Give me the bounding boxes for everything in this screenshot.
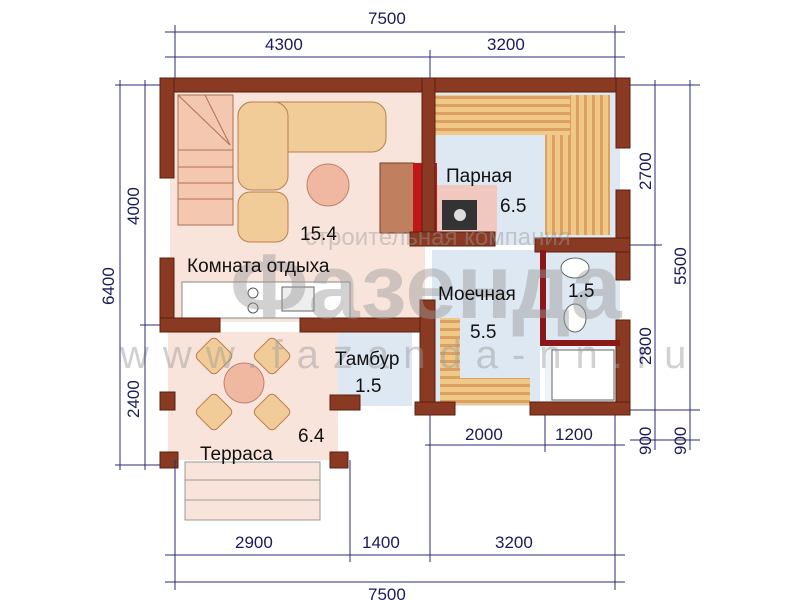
tambour-area: 1.5	[355, 376, 381, 397]
steam-room-label: Парная	[446, 166, 512, 187]
rest-room-area: 15.4	[300, 224, 337, 245]
dim-bottom-a: 2900	[235, 533, 273, 552]
sink-icon	[560, 257, 590, 279]
dim-right-small-a: 900	[636, 427, 655, 455]
svg-text:строительная компания: строительная компания	[305, 224, 571, 251]
sauna-benches	[435, 95, 610, 235]
dim-bottom-total: 7500	[368, 585, 406, 600]
terrace-area: 6.4	[298, 426, 325, 447]
corner-sofa	[237, 101, 387, 243]
wash-room-bench	[440, 318, 530, 405]
svg-text:Фазенда: Фазенда	[230, 236, 622, 338]
shower-tray	[551, 349, 615, 401]
tambour-label: Тамбур	[335, 349, 400, 370]
terrace-label: Терраса	[200, 444, 273, 465]
dim-top-right: 3200	[487, 35, 525, 54]
staircase	[177, 94, 234, 226]
dim-bottom-c: 3200	[495, 533, 533, 552]
toilet-area: 1.5	[568, 281, 594, 302]
dimension-lines	[115, 25, 700, 590]
dim-top-total: 7500	[368, 9, 406, 28]
dim-left-total: 6400	[99, 267, 118, 305]
wash-room-label: Моечная	[438, 284, 516, 305]
dim-top-left: 4300	[265, 35, 303, 54]
dim-mid-a: 2000	[465, 425, 503, 444]
dim-bottom-b: 1400	[362, 533, 400, 552]
dim-mid-b: 1200	[555, 425, 593, 444]
dim-right-total: 5500	[671, 247, 690, 285]
dim-left-lower: 2400	[124, 380, 143, 418]
terrace-furniture	[195, 337, 291, 431]
rest-room-label: Комната отдыха	[187, 256, 330, 277]
toilet-icon	[563, 303, 587, 333]
dim-right-upper: 2700	[636, 152, 655, 190]
dim-right-lower: 2800	[636, 327, 655, 365]
dim-left-upper: 4000	[124, 187, 143, 225]
terrace-steps	[184, 461, 321, 521]
watermark: строительная компания Фазенда www.fazand…	[119, 224, 700, 377]
kitchen-counter	[181, 281, 351, 319]
coffee-table	[306, 163, 350, 207]
svg-text:www.fazanda-nn.ru: www.fazanda-nn.ru	[119, 333, 700, 377]
dim-right-small-b: 900	[671, 427, 690, 455]
steam-room-area: 6.5	[500, 196, 526, 217]
walls	[159, 77, 631, 469]
wash-room-area: 5.5	[470, 322, 496, 343]
tambour-floor	[332, 332, 412, 406]
